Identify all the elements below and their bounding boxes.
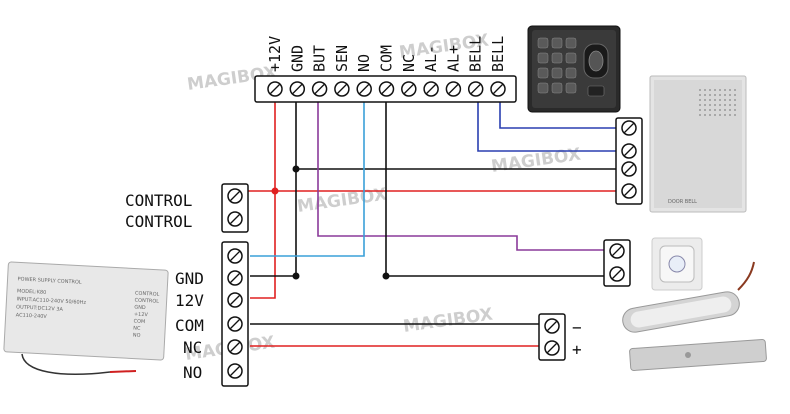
screw-terminal	[621, 143, 637, 159]
power-supply-terminal-label: CONTROL	[134, 298, 159, 305]
controller-terminal-label: NC	[400, 54, 418, 72]
screw-terminal	[609, 243, 625, 259]
screw-terminal	[267, 81, 283, 97]
bell-terminal-block	[615, 117, 643, 205]
screw-terminal	[227, 339, 243, 355]
screw-terminal	[378, 81, 395, 97]
doorbell-label: DOOR BELL	[668, 199, 697, 205]
screw-terminal	[227, 363, 243, 379]
psu-label: NO	[183, 363, 202, 382]
controller-terminal-label: BELL	[467, 36, 485, 72]
wire-no	[250, 98, 365, 257]
screw-terminal	[621, 161, 637, 177]
control-label: CONTROL	[125, 191, 192, 210]
screw-terminal	[490, 81, 506, 97]
screw-terminal	[334, 81, 350, 97]
controller-terminal-label: AL-	[422, 45, 440, 72]
doorbell-image: DOOR BELL	[649, 75, 747, 213]
screw-terminal	[311, 81, 328, 97]
power-supply-terminal-label: CONTROL	[135, 291, 160, 298]
fingerprint-reader-image	[527, 25, 621, 113]
controller-terminal-label: NO	[355, 54, 373, 72]
speaker-grille-icon	[699, 89, 736, 116]
wire-bell-1	[477, 98, 616, 152]
controller-terminal-label: GND	[288, 45, 306, 72]
power-supply-terminal-label: GND	[134, 305, 146, 312]
power-supply-image: POWER SUPPLY CONTROL MODEL:K80INPUT:AC11…	[3, 261, 169, 375]
magnetic-lock-image	[622, 261, 767, 372]
screw-terminal	[544, 340, 560, 356]
psu-label: NC	[183, 338, 202, 357]
lock-minus-label: −	[572, 318, 582, 337]
screw-terminal	[227, 188, 243, 204]
button-terminal-block	[603, 239, 631, 287]
junction-dot	[382, 272, 390, 280]
screw-terminal	[621, 120, 637, 136]
power-supply-terminal-label: NO	[133, 332, 141, 338]
control-terminal-block	[221, 183, 249, 233]
screw-terminal	[356, 81, 372, 97]
screw-terminal	[445, 81, 462, 97]
power-supply-terminal-label: NC	[133, 325, 141, 331]
power-supply-terminal-label: +12V	[134, 312, 149, 319]
controller-terminal-label: +12V	[266, 36, 284, 72]
lock-plus-label: +	[572, 340, 582, 359]
power-supply-title: POWER SUPPLY CONTROL	[17, 276, 82, 285]
power-supply-spec: AC110-240V	[16, 312, 48, 320]
screw-terminal	[227, 292, 243, 308]
watermark: MAGIBOX	[402, 305, 494, 337]
controller-terminal-label: AL+	[444, 45, 462, 72]
controller-terminal-label: COM	[378, 45, 396, 72]
power-supply-spec: OUTPUT:DC12V 3A	[16, 304, 64, 312]
power-supply-spec: INPUT:AC110-240V 50/60Hz	[16, 296, 86, 306]
wire-button	[317, 98, 604, 251]
keypad-icon	[537, 37, 577, 94]
controller-terminal-block	[254, 75, 517, 103]
controller-terminal-label: SEN	[333, 45, 351, 72]
control-label: CONTROL	[125, 212, 192, 231]
junction-dot	[271, 187, 279, 195]
screw-terminal	[401, 81, 417, 97]
screw-terminal	[227, 211, 243, 227]
controller-terminal-label: BELL	[489, 36, 507, 72]
screw-terminal	[609, 266, 625, 282]
screw-terminal	[289, 81, 306, 97]
psu-terminal-block	[221, 241, 249, 387]
wire-12v	[250, 98, 276, 299]
controller-terminal-label: BUT	[311, 45, 329, 72]
psu-label: 12V	[175, 291, 204, 310]
screw-terminal	[227, 248, 243, 264]
psu-label: COM	[175, 316, 204, 335]
watermark: MAGIBOX	[296, 185, 388, 217]
wire-bell-2	[499, 98, 616, 129]
exit-button-image	[651, 237, 703, 291]
wire-gnd	[250, 98, 297, 277]
screw-terminal	[423, 81, 439, 97]
junction-dot	[292, 272, 300, 280]
power-supply-terminal-label: COM	[133, 319, 145, 326]
screw-terminal	[467, 81, 484, 97]
screw-terminal	[621, 183, 637, 199]
psu-label: GND	[175, 269, 204, 288]
lock-terminal-block	[538, 313, 566, 361]
screw-terminal	[227, 316, 243, 332]
watermark: MAGIBOX	[490, 145, 582, 177]
junction-dot	[292, 165, 300, 173]
power-supply-spec: MODEL:K80	[17, 288, 47, 296]
wires	[248, 98, 616, 347]
screw-terminal	[227, 270, 243, 286]
screw-terminal	[544, 318, 560, 334]
